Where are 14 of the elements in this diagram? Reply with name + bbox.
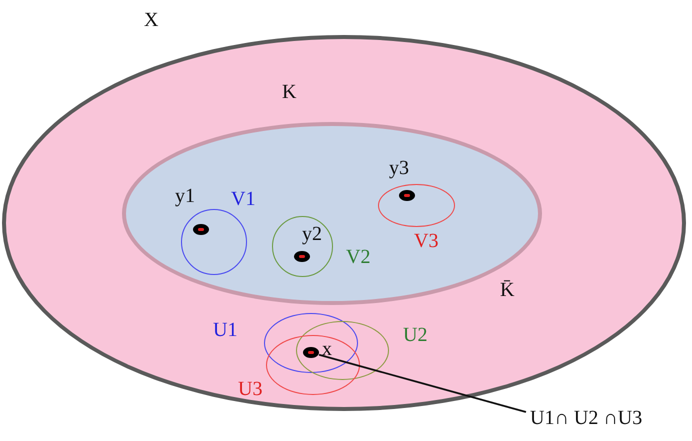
neighborhood-label: U1 (213, 318, 238, 342)
complement-label: K̄ (500, 278, 514, 302)
neighborhood-label: V2 (346, 245, 370, 269)
point-label: x (322, 337, 332, 361)
set-label: y3 (389, 156, 409, 180)
neighborhood-label: V1 (231, 187, 256, 211)
neighborhood-label: U2 (403, 323, 428, 347)
neighborhood-label: U3 (238, 377, 262, 401)
intersection-label: U1∩ U2 ∩U3 (530, 406, 642, 430)
set-label: y2 (302, 222, 322, 246)
set-label: y1 (175, 184, 195, 208)
set-label: X (144, 8, 158, 32)
set-label: K (282, 80, 296, 104)
neighborhood-label: V3 (414, 229, 438, 253)
